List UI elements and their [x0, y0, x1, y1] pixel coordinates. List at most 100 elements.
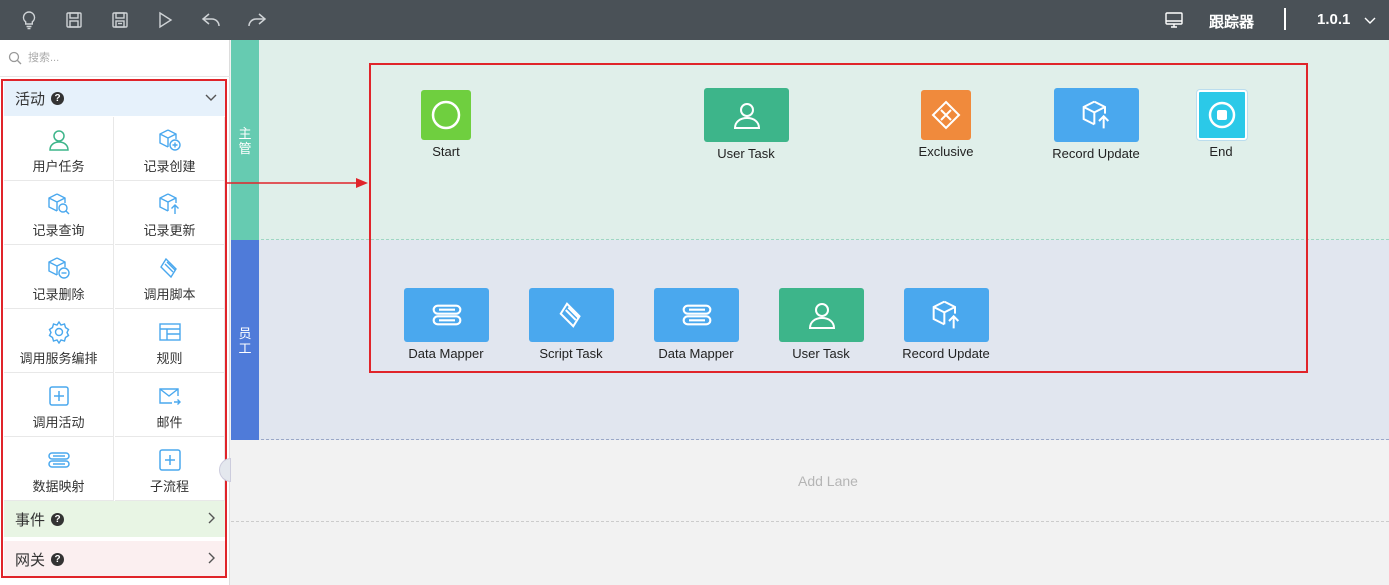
help-icon[interactable]: ? — [51, 512, 65, 526]
mail-icon — [157, 383, 183, 409]
cube-plus-icon — [157, 127, 183, 153]
node-label: Exclusive — [918, 144, 974, 159]
section-gateway[interactable]: 网关 ? — [4, 541, 226, 577]
chevron-down-icon — [205, 94, 217, 101]
bulb-icon[interactable] — [17, 8, 41, 32]
add-lane-label: Add Lane — [798, 473, 858, 489]
tracker-label[interactable]: 跟踪器 — [1209, 14, 1255, 31]
palette-item-data-mapping[interactable]: 数据映射 — [4, 437, 114, 501]
node-label: Script Task — [539, 346, 603, 361]
node-script-task[interactable] — [529, 288, 614, 342]
palette-item-label: 规则 — [156, 351, 183, 366]
palette-item-call-service[interactable]: 调用服务编排 — [4, 309, 114, 373]
palette-item-record-delete[interactable]: 记录删除 — [4, 245, 114, 309]
search-box — [0, 40, 230, 77]
save-icon[interactable] — [62, 8, 86, 32]
user-icon — [46, 127, 72, 153]
lane-title: 主管 — [238, 126, 252, 156]
section-event[interactable]: 事件 ? — [4, 501, 226, 537]
node-user-task[interactable] — [704, 88, 789, 142]
chevron-down-icon[interactable] — [1358, 8, 1382, 32]
palette-item-label: 数据映射 — [32, 479, 85, 494]
node-exclusive-gateway[interactable] — [921, 90, 971, 140]
node-label: Record Update — [1052, 146, 1140, 161]
search-input[interactable] — [28, 48, 218, 68]
undo-icon[interactable] — [199, 8, 223, 32]
node-record-update[interactable] — [1054, 88, 1139, 142]
node-label: User Task — [792, 346, 850, 361]
search-icon — [8, 51, 22, 65]
version-select[interactable]: 1.0.1 — [1317, 11, 1351, 28]
cube-up-icon — [1082, 100, 1109, 129]
palette-item-mail[interactable]: 邮件 — [115, 373, 225, 437]
node-record-update[interactable] — [904, 288, 989, 342]
palette-item-label: 调用脚本 — [143, 287, 196, 302]
node-label: Start — [432, 144, 460, 159]
help-icon[interactable]: ? — [51, 552, 65, 566]
save-as-icon[interactable] — [108, 8, 132, 32]
node-data-mapper[interactable] — [404, 288, 489, 342]
cube-up-icon — [932, 300, 959, 329]
lane-supervisor[interactable]: 主管 — [231, 40, 1389, 240]
palette-item-label: 子流程 — [149, 479, 189, 494]
palette-item-record-create[interactable]: 记录创建 — [115, 117, 225, 181]
node-label: Record Update — [902, 346, 990, 361]
palette-item-rule[interactable]: 规则 — [115, 309, 225, 373]
lane-header[interactable]: 主管 — [231, 40, 259, 240]
node-end[interactable] — [1197, 90, 1247, 140]
section-activity[interactable]: 活动 ? — [4, 80, 226, 116]
script-icon — [558, 302, 581, 328]
node-label: Data Mapper — [658, 346, 734, 361]
section-event-label: 事件 — [15, 511, 46, 529]
data-mapper-icon — [432, 304, 461, 326]
palette-item-label: 调用服务编排 — [19, 351, 98, 366]
palette-item-record-query[interactable]: 记录查询 — [4, 181, 114, 245]
start-circle-icon — [431, 100, 461, 130]
section-activity-label: 活动 — [15, 90, 46, 108]
cube-minus-icon — [46, 255, 72, 281]
palette-item-call-activity[interactable]: 调用活动 — [4, 373, 114, 437]
palette-item-label: 调用活动 — [32, 415, 85, 430]
palette-item-label: 用户任务 — [32, 159, 85, 174]
palette-item-record-update[interactable]: 记录更新 — [115, 181, 225, 245]
palette-item-label: 记录删除 — [32, 287, 85, 302]
node-data-mapper[interactable] — [654, 288, 739, 342]
palette-sidebar: 活动 ? 用户任务 记录创建 记录查询 记录更新 记录删除 调用脚本 调用服务编… — [0, 40, 230, 585]
lane-title: 员工 — [238, 326, 252, 356]
section-gateway-label: 网关 — [15, 551, 46, 569]
user-icon — [808, 303, 835, 329]
exclusive-gateway-icon — [931, 100, 961, 130]
redo-icon[interactable] — [245, 8, 269, 32]
node-label: User Task — [717, 146, 775, 161]
chevron-right-icon — [208, 552, 215, 564]
end-circle-icon — [1208, 101, 1236, 129]
top-toolbar: 跟踪器 1.0.1 — [0, 0, 1389, 40]
data-mapper-icon — [46, 447, 72, 473]
palette-item-call-script[interactable]: 调用脚本 — [115, 245, 225, 309]
cube-up-icon — [157, 191, 183, 217]
palette-item-label: 邮件 — [156, 415, 183, 430]
palette-item-label: 记录更新 — [143, 223, 196, 238]
run-icon[interactable] — [153, 8, 177, 32]
palette-item-label: 记录创建 — [143, 159, 196, 174]
node-start[interactable] — [421, 90, 471, 140]
plus-square-icon — [46, 383, 72, 409]
subprocess-icon — [157, 447, 183, 473]
monitor-icon[interactable] — [1162, 8, 1186, 32]
lane-header[interactable]: 员工 — [231, 240, 259, 440]
add-lane-button[interactable]: Add Lane — [231, 440, 1389, 522]
node-user-task[interactable] — [779, 288, 864, 342]
annotation-arrow — [226, 178, 368, 188]
palette-item-subprocess[interactable]: 子流程 — [115, 437, 225, 501]
user-icon — [733, 103, 760, 129]
node-label: End — [1209, 144, 1233, 159]
chevron-right-icon — [208, 512, 215, 524]
help-icon[interactable]: ? — [51, 91, 65, 105]
node-label: Data Mapper — [408, 346, 484, 361]
gear-icon — [46, 319, 72, 345]
cube-search-icon — [46, 191, 72, 217]
table-icon — [157, 319, 183, 345]
palette-item-label: 记录查询 — [32, 223, 85, 238]
palette-item-user-task[interactable]: 用户任务 — [4, 117, 114, 181]
data-mapper-icon — [682, 304, 711, 326]
